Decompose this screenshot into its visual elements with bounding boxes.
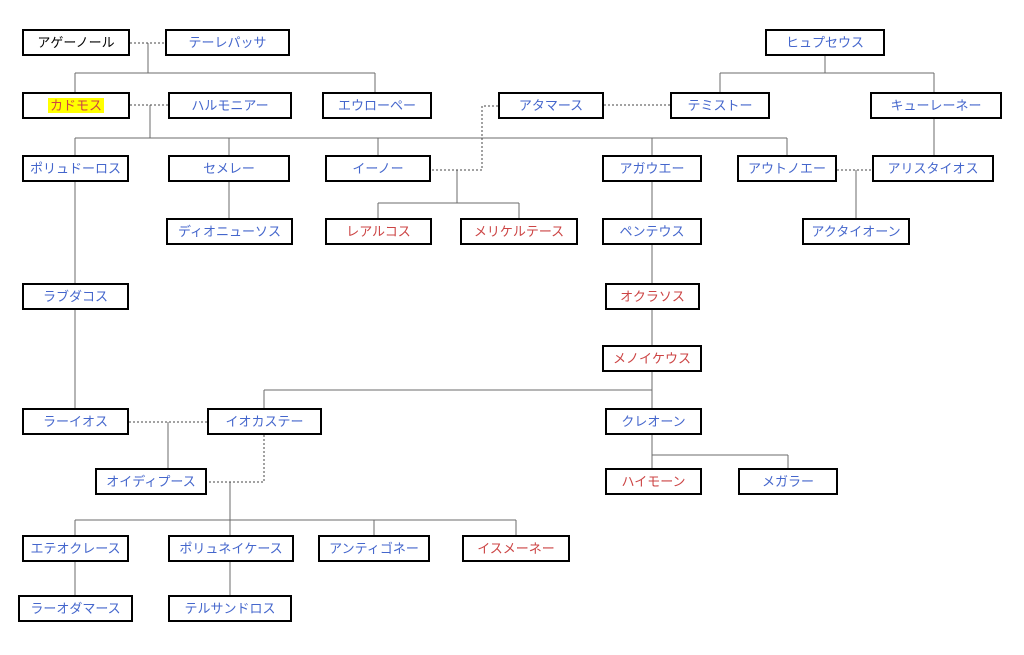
node-label-oclasus[interactable]: オクラソス bbox=[620, 289, 685, 304]
node-jocasta: イオカステー bbox=[207, 408, 322, 435]
node-agenor: アゲーノール bbox=[22, 29, 130, 56]
node-oclasus: オクラソス bbox=[605, 283, 700, 310]
node-themisto: テミストー bbox=[670, 92, 770, 119]
node-harmonia: ハルモニアー bbox=[168, 92, 292, 119]
node-thersander: テルサンドロス bbox=[168, 595, 292, 622]
node-label-dionysus[interactable]: ディオニューソス bbox=[177, 224, 282, 239]
node-pentheus: ペンテウス bbox=[602, 218, 702, 245]
node-label-themisto[interactable]: テミストー bbox=[687, 98, 753, 113]
node-label-jocasta[interactable]: イオカステー bbox=[225, 414, 304, 429]
node-label-cyrene[interactable]: キューレーネー bbox=[890, 98, 982, 113]
node-label-ismene[interactable]: イスメーネー bbox=[477, 541, 555, 556]
node-laodamas: ラーオダマース bbox=[18, 595, 133, 622]
marriage-dotted-line bbox=[207, 435, 265, 483]
node-polydorus: ポリュドーロス bbox=[22, 155, 129, 182]
node-actaeon: アクタイオーン bbox=[802, 218, 910, 245]
node-creon: クレオーン bbox=[605, 408, 702, 435]
node-haemon: ハイモーン bbox=[605, 468, 702, 495]
node-cadmus: カドモス bbox=[22, 92, 130, 119]
node-ino: イーノー bbox=[325, 155, 431, 182]
node-label-hypseus[interactable]: ヒュプセウス bbox=[785, 35, 864, 50]
node-label-menoeceus[interactable]: メノイケウス bbox=[612, 351, 691, 366]
node-label-agave[interactable]: アガウエー bbox=[619, 161, 685, 176]
node-antigone: アンティゴネー bbox=[318, 535, 430, 562]
node-label-athamas[interactable]: アタマース bbox=[518, 98, 584, 113]
node-label-ino[interactable]: イーノー bbox=[352, 161, 404, 176]
node-label-aristaeus[interactable]: アリスタイオス bbox=[887, 161, 979, 176]
node-label-oedipus[interactable]: オイディプース bbox=[106, 474, 196, 489]
node-label-actaeon[interactable]: アクタイオーン bbox=[811, 224, 901, 239]
node-label-learchus[interactable]: レアルコス bbox=[346, 224, 411, 239]
node-label-haemon[interactable]: ハイモーン bbox=[621, 474, 686, 489]
node-label-polynices[interactable]: ポリュネイケース bbox=[179, 541, 283, 556]
node-label-labdacus[interactable]: ラブダコス bbox=[42, 289, 108, 304]
node-cyrene: キューレーネー bbox=[870, 92, 1002, 119]
node-label-megara[interactable]: メガラー bbox=[761, 474, 814, 489]
node-label-harmonia[interactable]: ハルモニアー bbox=[191, 98, 269, 113]
node-melicertes: メリケルテース bbox=[460, 218, 578, 245]
node-athamas: アタマース bbox=[498, 92, 604, 119]
node-labdacus: ラブダコス bbox=[22, 283, 129, 310]
node-label-thersander[interactable]: テルサンドロス bbox=[184, 601, 276, 616]
node-eteocles: エテオクレース bbox=[22, 535, 129, 562]
node-oedipus: オイディプース bbox=[95, 468, 207, 495]
node-learchus: レアルコス bbox=[325, 218, 432, 245]
node-ismene: イスメーネー bbox=[462, 535, 570, 562]
node-label-semele[interactable]: セメレー bbox=[203, 161, 255, 176]
node-telephassa: テーレパッサ bbox=[165, 29, 290, 56]
node-autonoe: アウトノエー bbox=[737, 155, 837, 182]
marriage-dotted-line bbox=[431, 105, 498, 171]
node-label-europa[interactable]: エウローペー bbox=[337, 98, 416, 113]
node-label-melicertes[interactable]: メリケルテース bbox=[473, 224, 565, 239]
node-menoeceus: メノイケウス bbox=[602, 345, 702, 372]
node-megara: メガラー bbox=[738, 468, 838, 495]
node-label-antigone[interactable]: アンティゴネー bbox=[329, 541, 419, 556]
node-label-polydorus[interactable]: ポリュドーロス bbox=[29, 161, 121, 176]
node-laius: ラーイオス bbox=[22, 408, 129, 435]
node-europa: エウローペー bbox=[322, 92, 432, 119]
node-label-creon[interactable]: クレオーン bbox=[621, 414, 686, 429]
node-label-laius[interactable]: ラーイオス bbox=[42, 414, 108, 429]
node-semele: セメレー bbox=[168, 155, 290, 182]
node-hypseus: ヒュプセウス bbox=[765, 29, 885, 56]
node-label-agenor[interactable]: アゲーノール bbox=[37, 35, 115, 50]
node-dionysus: ディオニューソス bbox=[166, 218, 293, 245]
node-label-cadmus[interactable]: カドモス bbox=[47, 98, 104, 113]
node-polynices: ポリュネイケース bbox=[168, 535, 294, 562]
node-label-eteocles[interactable]: エテオクレース bbox=[30, 541, 121, 556]
node-agave: アガウエー bbox=[602, 155, 702, 182]
node-label-telephassa[interactable]: テーレパッサ bbox=[188, 35, 267, 50]
node-label-autonoe[interactable]: アウトノエー bbox=[747, 161, 826, 176]
node-aristaeus: アリスタイオス bbox=[872, 155, 994, 182]
node-label-pentheus[interactable]: ペンテウス bbox=[619, 224, 685, 239]
node-label-laodamas[interactable]: ラーオダマース bbox=[30, 601, 121, 616]
